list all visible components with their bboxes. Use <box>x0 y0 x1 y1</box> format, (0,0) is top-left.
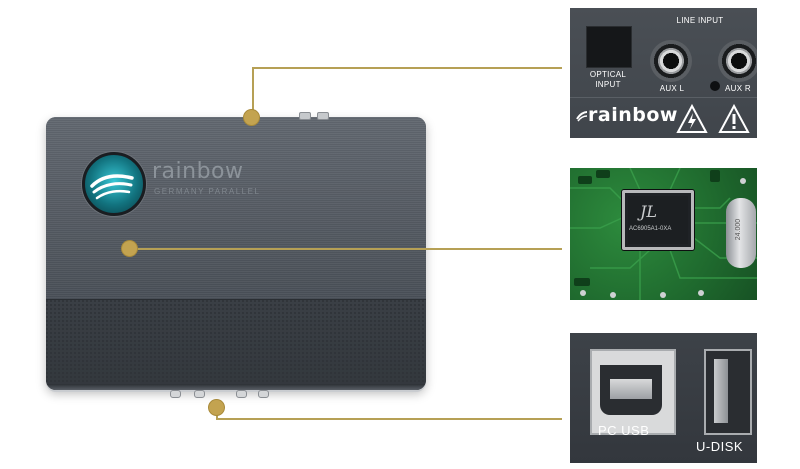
pcb-pad <box>610 292 616 298</box>
crystal-oscillator: 24.000 <box>726 198 756 268</box>
aux-l-jack <box>650 40 692 82</box>
device-seam <box>46 299 426 300</box>
pcb-pad <box>740 178 746 184</box>
panel-brand-text: rainbow <box>588 104 678 126</box>
device-brand-text: rainbow <box>152 159 244 184</box>
chip-logo: JL <box>640 202 658 221</box>
brand-logo-icon <box>82 152 146 216</box>
aux-r-jack <box>718 40 757 82</box>
line-input-label: LINE INPUT <box>676 16 724 25</box>
pcb-traces <box>570 168 757 300</box>
callout-dot-top <box>244 110 259 125</box>
aux-l-label: AUX L <box>659 84 685 93</box>
pcb-pad <box>698 290 704 296</box>
callout-line-middle <box>130 248 562 250</box>
aux-r-label: AUX R <box>725 84 751 93</box>
high-voltage-icon <box>676 103 708 134</box>
bottom-port-1 <box>170 390 181 398</box>
callout-dot-bottom <box>209 400 224 415</box>
bottom-port-3 <box>236 390 247 398</box>
usb-b-tongue <box>610 379 652 399</box>
usb-a-tongue <box>714 359 728 423</box>
pcb-pad <box>660 292 666 298</box>
chip-body <box>628 196 688 244</box>
optical-input-port <box>586 26 632 68</box>
callout-line-bottom-horizontal <box>216 418 562 420</box>
rainbow-swoosh-icon <box>576 108 588 122</box>
device-brand-subtext: GERMANY PARALLEL <box>154 187 261 196</box>
u-disk-label: U-DISK <box>696 439 744 454</box>
panel-separator <box>570 97 757 98</box>
callout-line-top-horizontal <box>252 67 562 69</box>
callout-line-top-vertical <box>252 67 254 119</box>
device-body: rainbow GERMANY PARALLEL <box>46 117 426 390</box>
chip-label: AC6905A1-0XA <box>629 226 672 232</box>
optical-input-label: OPTICAL INPUT <box>589 70 627 89</box>
top-port-2 <box>317 112 329 120</box>
pcb-pad <box>580 290 586 296</box>
crystal-label: 24.000 <box>735 218 743 241</box>
detail-panel-inputs: LINE INPUT OPTICAL INPUT AUX L AUX R rai… <box>570 8 757 138</box>
pc-usb-port <box>590 349 676 435</box>
indicator-hole <box>710 81 720 91</box>
usb-b-cavity <box>600 365 662 415</box>
top-port-1 <box>299 112 311 120</box>
callout-dot-middle <box>122 241 137 256</box>
bottom-port-4 <box>258 390 269 398</box>
speaker-grille <box>46 300 426 390</box>
u-disk-port <box>704 349 752 435</box>
bottom-port-2 <box>194 390 205 398</box>
detail-panel-usb: PC USB U-DISK <box>570 333 757 463</box>
processor-chip: JL AC6905A1-0XA <box>622 190 694 250</box>
detail-panel-pcb: JL AC6905A1-0XA 24.000 <box>570 168 757 300</box>
device-bottom-edge <box>46 384 426 390</box>
pc-usb-label: PC USB <box>598 423 650 438</box>
caution-icon <box>718 103 750 134</box>
